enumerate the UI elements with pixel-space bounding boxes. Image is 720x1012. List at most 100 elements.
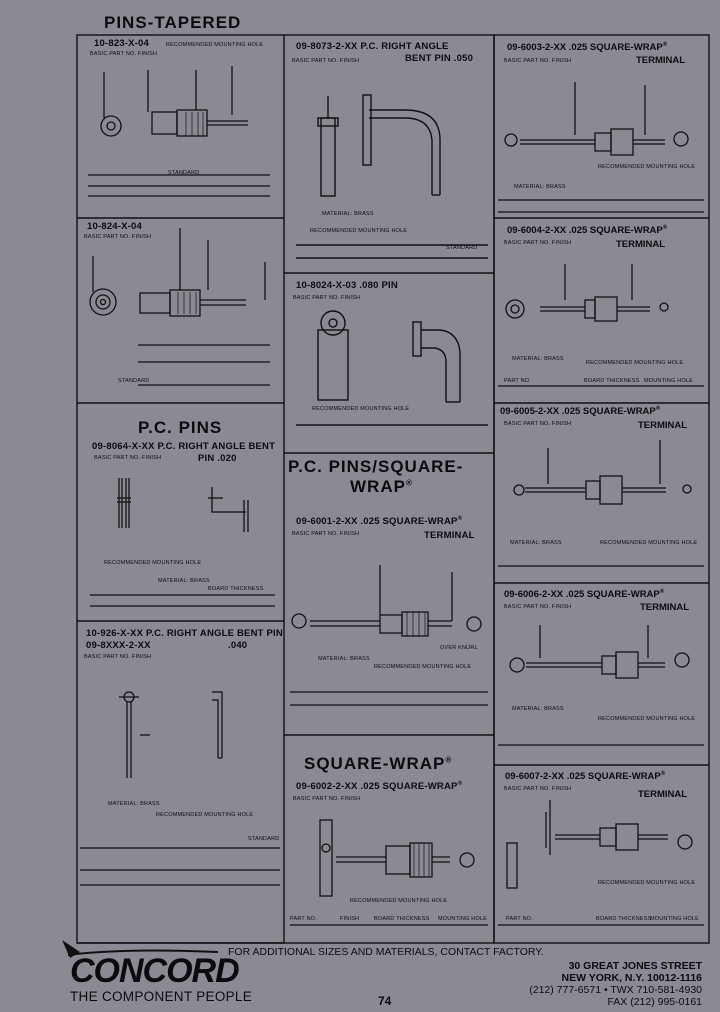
material-brass: MATERIAL: BRASS — [514, 184, 566, 190]
heading-wrap: WRAP® — [350, 477, 413, 496]
rec-mount-label: RECOMMENDED MOUNTING HOLE — [600, 540, 698, 546]
part-09-8xxx: 09-8XXX-2-XX — [86, 640, 151, 651]
basic-part-label: BASIC PART NO. FINISH — [292, 58, 360, 64]
basic-part-label: BASIC PART NO. FINISH — [84, 654, 152, 660]
part-09-6007-terminal: TERMINAL — [638, 789, 688, 800]
mounting-hole-label: MOUNTING HOLE — [438, 916, 488, 922]
rec-mount-label: RECOMMENDED MOUNTING HOLE — [598, 880, 696, 886]
basic-part-label: BASIC PART NO. FINISH — [504, 786, 572, 792]
board-thickness-label: BOARD THICKNESS — [584, 378, 640, 384]
rec-mount-label: RECOMMENDED MOUNTING HOLE — [104, 560, 202, 566]
part-10-824: 10-824-X-04 — [87, 221, 143, 232]
part-10-823: 10-823-X-04 — [94, 38, 150, 49]
rec-mount-label: RECOMMENDED MOUNTING HOLE — [598, 716, 696, 722]
tagline: THE COMPONENT PEOPLE — [70, 989, 253, 1004]
part-09-6006-terminal: TERMINAL — [640, 602, 690, 613]
mounting-hole-label: MOUNTING HOLE — [650, 916, 700, 922]
part-09-6004-terminal: TERMINAL — [616, 239, 666, 250]
part-10-8024: 10-8024-X-03 .080 PIN — [296, 280, 398, 291]
contact-factory-note: FOR ADDITIONAL SIZES AND MATERIALS, CONT… — [228, 946, 544, 958]
basic-part-label: BASIC PART NO. FINISH — [504, 421, 572, 427]
material-brass: MATERIAL: BRASS — [108, 801, 160, 807]
material-brass: MATERIAL: BRASS — [510, 540, 562, 546]
finish-label: FINISH — [340, 916, 360, 922]
standard-label: STANDARD — [118, 378, 150, 384]
part-09-6001-terminal: TERMINAL — [424, 530, 475, 541]
part-09-6006: 09-6006-2-XX .025 SQUARE-WRAP® — [504, 589, 665, 601]
rec-mount-label: RECOMMENDED MOUNTING HOLE — [598, 164, 696, 170]
address-line-2: NEW YORK, N.Y. 10012-1116 — [561, 972, 702, 984]
part-09-6005-terminal: TERMINAL — [638, 420, 688, 431]
part-10-926: 10-926-X-XX P.C. RIGHT ANGLE BENT PIN — [86, 628, 283, 639]
rec-mount-label: RECOMMENDED MOUNTING HOLE — [166, 42, 264, 48]
rec-mount-label: RECOMMENDED MOUNTING HOLE — [312, 406, 410, 412]
part-09-8073-line2: BENT PIN .050 — [405, 53, 474, 64]
material-brass: MATERIAL: BRASS — [512, 356, 564, 362]
basic-part-label: BASIC PART NO. FINISH — [293, 796, 361, 802]
basic-part-label: BASIC PART NO. FINISH — [90, 51, 158, 57]
part-09-6001: 09-6001-2-XX .025 SQUARE-WRAP® — [296, 516, 463, 528]
board-thickness-label: BOARD THICKNESS — [208, 586, 264, 592]
material-brass: MATERIAL: BRASS — [512, 706, 564, 712]
rec-mount-label: RECOMMENDED MOUNTING HOLE — [310, 228, 408, 234]
basic-part-label: BASIC PART NO. FINISH — [292, 531, 360, 537]
basic-part-label: BASIC PART NO. FINISH — [504, 240, 572, 246]
part-09-6007: 09-6007-2-XX .025 SQUARE-WRAP® — [505, 771, 666, 783]
page-number: 74 — [378, 994, 392, 1008]
heading-pins-tapered: PINS-TAPERED — [104, 13, 242, 32]
part-09-6004: 09-6004-2-XX .025 SQUARE-WRAP® — [507, 225, 668, 237]
part-09-8064-line2: PIN .020 — [198, 453, 237, 464]
standard-label: STANDARD — [446, 245, 478, 251]
over-knurl-label: OVER KNURL — [440, 645, 478, 651]
part-no-label: PART NO. — [506, 916, 533, 922]
fax-line: FAX (212) 995-0161 — [607, 996, 702, 1008]
part-10-926-size: .040 — [228, 640, 248, 651]
basic-part-label: BASIC PART NO. FINISH — [504, 58, 572, 64]
address-line-1: 30 GREAT JONES STREET — [568, 960, 702, 972]
rec-mount-label: RECOMMENDED MOUNTING HOLE — [586, 360, 684, 366]
part-09-8073: 09-8073-2-XX P.C. RIGHT ANGLE — [296, 41, 449, 52]
heading-square-wrap: SQUARE-WRAP® — [304, 754, 453, 773]
part-09-6002: 09-6002-2-XX .025 SQUARE-WRAP® — [296, 781, 463, 793]
rec-mount-label: RECOMMENDED MOUNTING HOLE — [350, 898, 448, 904]
material-brass: MATERIAL: BRASS — [322, 211, 374, 217]
rec-mount-label: RECOMMENDED MOUNTING HOLE — [374, 664, 472, 670]
part-09-6003: 09-6003-2-XX .025 SQUARE-WRAP® — [507, 42, 668, 54]
heading-pc-pins-square-wrap: P.C. PINS/SQUARE- — [288, 457, 464, 476]
part-09-8064: 09-8064-X-XX P.C. RIGHT ANGLE BENT — [92, 441, 276, 452]
board-thickness-label: BOARD THICKNESS — [374, 916, 430, 922]
material-brass: MATERIAL: BRASS — [158, 578, 210, 584]
basic-part-label: BASIC PART NO. FINISH — [94, 455, 162, 461]
part-no-label: PART NO. — [290, 916, 317, 922]
basic-part-label: BASIC PART NO. FINISH — [504, 604, 572, 610]
standard-label: STANDARD — [248, 836, 280, 842]
phone-line: (212) 777-6571 • TWX 710-581-4930 — [529, 984, 702, 996]
material-brass: MATERIAL: BRASS — [318, 656, 370, 662]
basic-part-label: BASIC PART NO. FINISH — [293, 295, 361, 301]
board-thickness-label: BOARD THICKNESS — [596, 916, 652, 922]
concord-logo: CONCORD — [70, 952, 240, 990]
part-09-6003-terminal: TERMINAL — [636, 55, 686, 66]
part-09-6005: 09-6005-2-XX .025 SQUARE-WRAP® — [500, 406, 661, 418]
heading-pc-pins: P.C. PINS — [138, 418, 223, 437]
standard-label: STANDARD — [168, 170, 200, 176]
rec-mount-label: RECOMMENDED MOUNTING HOLE — [156, 812, 254, 818]
basic-part-label: BASIC PART NO. FINISH — [84, 234, 152, 240]
mounting-hole-label: MOUNTING HOLE — [644, 378, 694, 384]
part-no-label: PART NO. — [504, 378, 531, 384]
